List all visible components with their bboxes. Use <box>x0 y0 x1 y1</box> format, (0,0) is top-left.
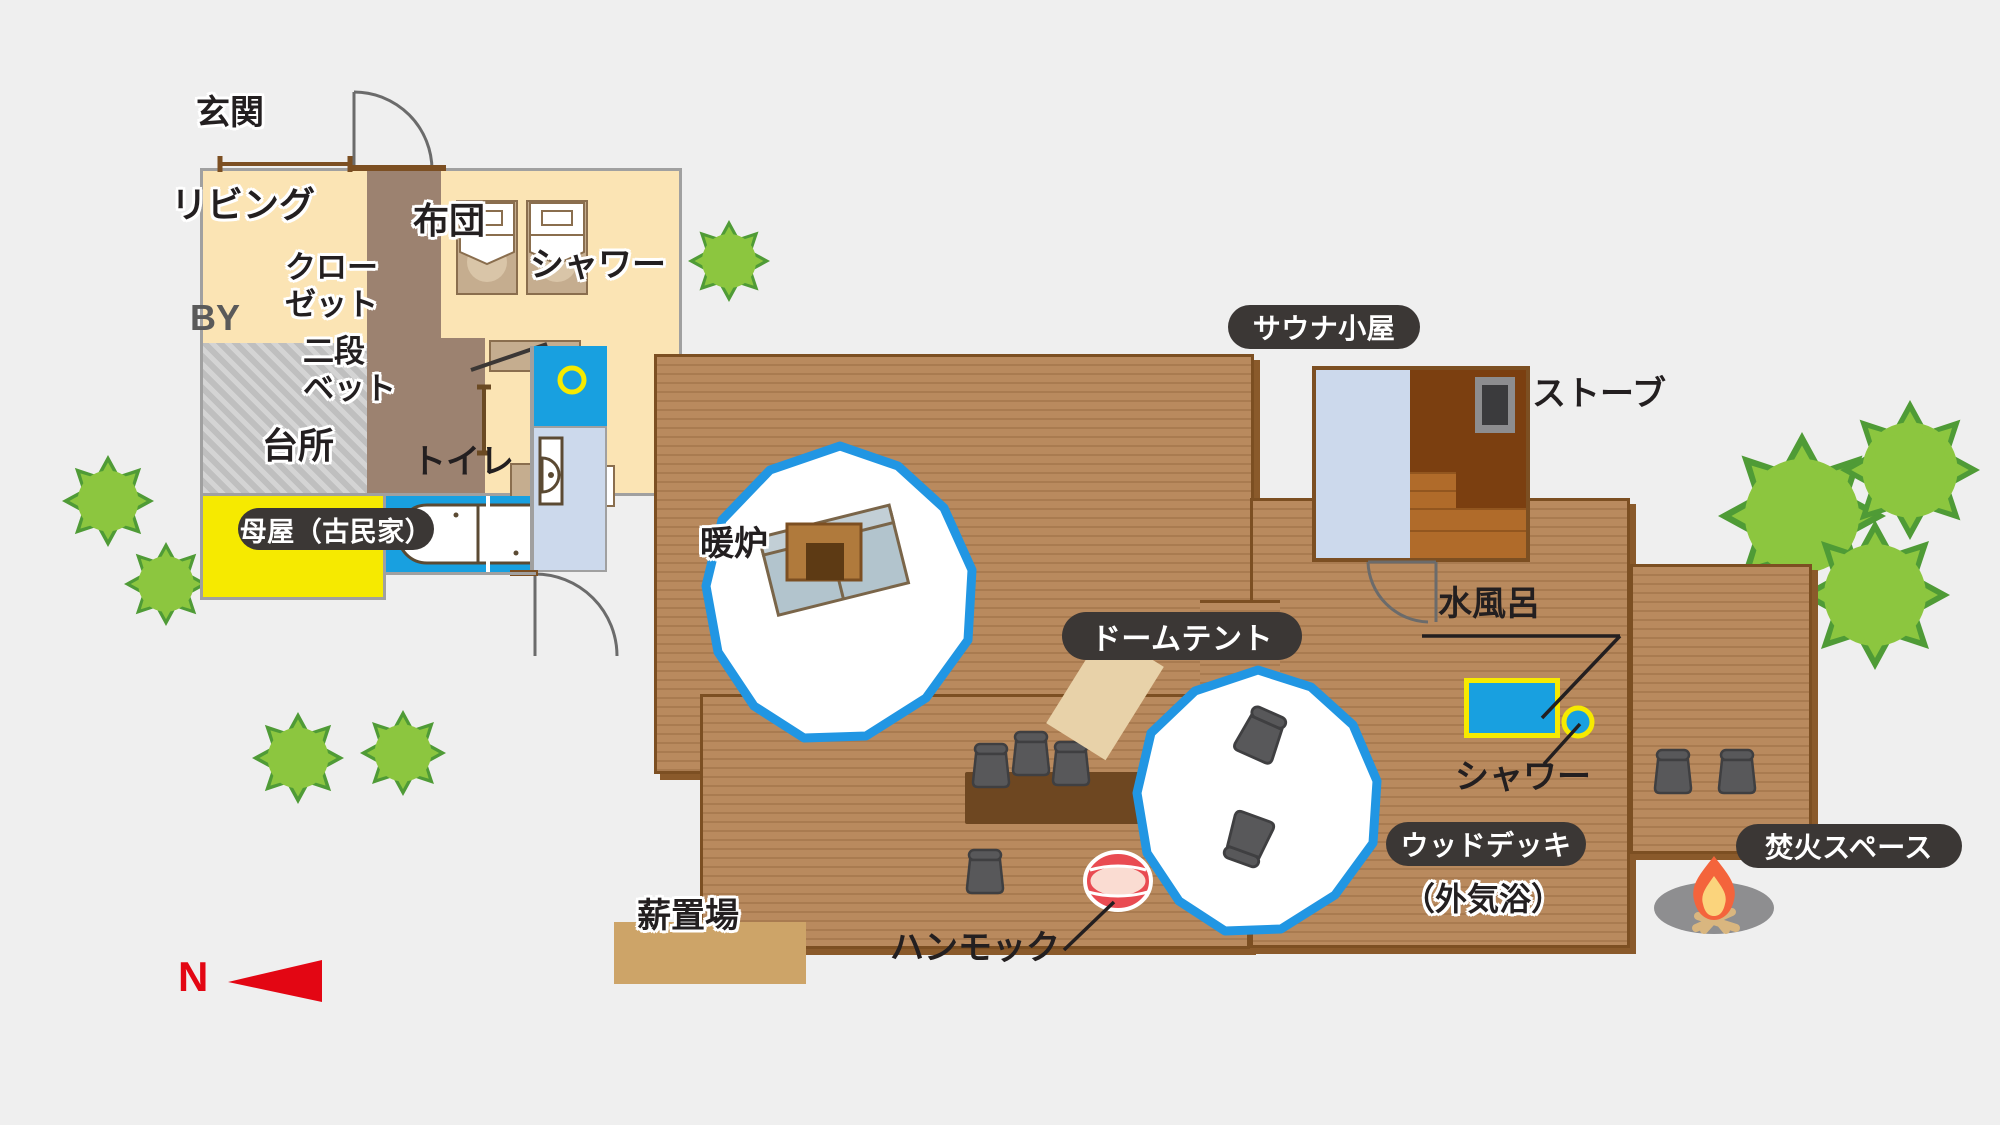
chair-icon <box>965 848 1005 895</box>
chair-icon <box>1233 705 1288 765</box>
toilet-wall <box>386 572 536 575</box>
chair-icon <box>1717 748 1757 795</box>
fireplace-icon <box>785 520 786 521</box>
tree-icon <box>62 455 154 547</box>
label-bunkbed: 二段 ベット <box>303 334 396 406</box>
label-house-shower: シャワー <box>530 246 666 284</box>
shower-stall <box>533 346 607 426</box>
label-cold-bath: 水風呂 <box>1438 585 1540 623</box>
dome-tent-lower <box>1132 665 1382 936</box>
label-stove: ストーブ <box>1532 375 1666 413</box>
room-living <box>203 171 367 343</box>
entrance-door-threshold <box>350 165 446 171</box>
compass-letter-n: N <box>178 953 209 1000</box>
pill-dome-tent[interactable]: ドームテント <box>1062 612 1302 660</box>
label-fireplace: 暖炉 <box>700 525 768 563</box>
sauna-bench-line <box>1410 490 1456 492</box>
fireplace-icon <box>785 522 863 582</box>
north-arrow-icon <box>228 960 322 1002</box>
tree-icon <box>1840 400 1980 540</box>
tree-icon <box>1800 520 1950 670</box>
room-closet-lower <box>367 338 485 493</box>
tree-icon <box>360 710 446 796</box>
deck-right-strip <box>1630 564 1812 854</box>
label-living: リビング <box>171 184 316 225</box>
label-firewood-storage: 薪置場 <box>637 897 739 935</box>
door-swing-icon <box>352 90 434 171</box>
futon-icon <box>526 200 588 295</box>
dimension-tick <box>477 384 491 456</box>
cold-bath-pool <box>1464 678 1560 738</box>
cold-bath-leader-line <box>1422 634 1622 720</box>
label-hammock: ハンモック <box>890 929 1060 967</box>
deck-shower-leader-line <box>1542 722 1582 766</box>
label-kitchen: 台所 <box>262 425 335 466</box>
tree-icon <box>124 542 208 626</box>
room-by <box>203 343 367 493</box>
toilet-icon <box>538 436 564 506</box>
door-swing-icon <box>533 572 619 657</box>
pill-sauna-hut[interactable]: サウナ小屋 <box>1228 305 1420 349</box>
main-house-floorplan <box>200 90 748 657</box>
bath-divider <box>486 496 490 572</box>
shower-head-icon <box>557 365 587 395</box>
firewood-storage <box>614 922 806 984</box>
door-swing-icon <box>1366 560 1438 624</box>
chair-icon <box>1051 740 1091 787</box>
label-toilet: トイレ <box>412 443 514 481</box>
wing-wall <box>530 346 534 572</box>
tree-icon <box>252 712 344 804</box>
label-closet: クロー ゼット <box>285 250 378 322</box>
hammock-leader-line <box>1062 900 1116 952</box>
label-futon: 布団 <box>413 200 486 241</box>
chair-icon <box>1011 730 1051 777</box>
label-deck-shower: シャワー <box>1455 758 1591 796</box>
deck-shower-head-icon <box>1561 705 1595 739</box>
sauna-stove-icon <box>1475 377 1515 433</box>
tree-icon <box>688 220 770 302</box>
label-wood-deck-sub: （外気浴） <box>1403 881 1564 917</box>
pill-wood-deck[interactable]: ウッドデッキ <box>1386 822 1586 866</box>
chair-icon <box>1222 809 1276 869</box>
futon-icon <box>456 200 518 295</box>
label-entrance: 玄関 <box>196 94 264 132</box>
chair-icon <box>1653 748 1693 795</box>
label-by: BY <box>190 297 241 338</box>
entrance-dimension <box>217 156 353 172</box>
sauna-bench-line <box>1410 530 1526 532</box>
pill-bonfire[interactable]: 焚火スペース <box>1736 824 1962 868</box>
chair-icon <box>971 742 1011 789</box>
hammock-icon <box>1083 850 1153 912</box>
sauna-bench-lower <box>1410 508 1526 558</box>
sauna-changing-room <box>1316 370 1410 558</box>
campfire-icon <box>1654 856 1774 934</box>
pill-main-house[interactable]: 母屋（古民家） <box>238 508 434 550</box>
